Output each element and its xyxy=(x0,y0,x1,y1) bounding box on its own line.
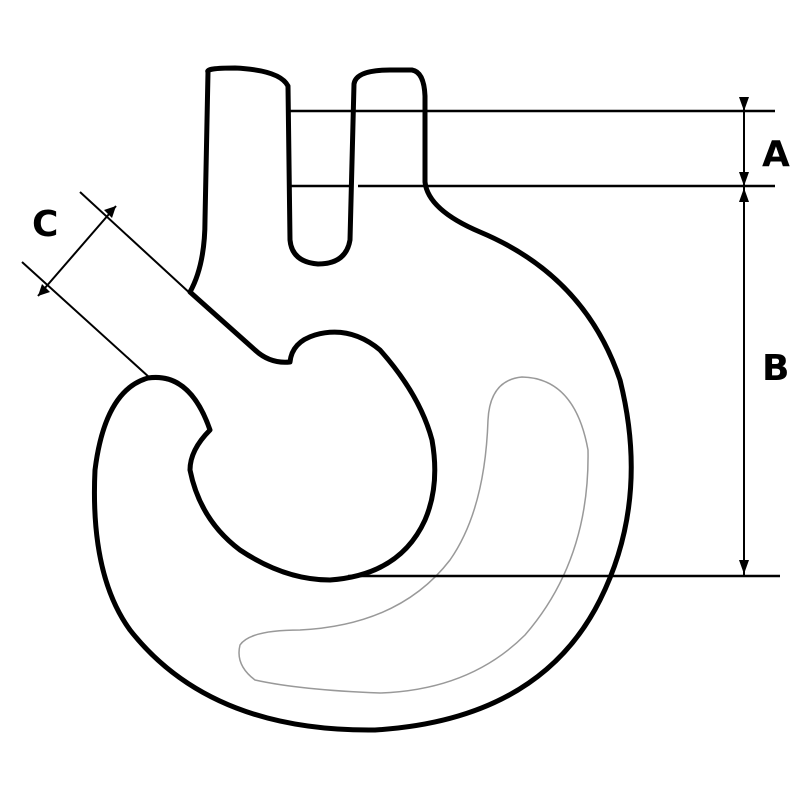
hook-body-outline xyxy=(91,65,634,733)
dim-a-arrowhead-bottom xyxy=(739,172,749,186)
dim-c-arrowhead-upper xyxy=(104,206,116,218)
dim-a-arrowhead-top xyxy=(739,97,749,111)
hook-inner-groove xyxy=(238,376,589,694)
dim-c-arrow-line xyxy=(37,205,117,297)
dim-c-arrowhead-lower xyxy=(38,284,50,296)
dim-a-label: A xyxy=(762,134,790,175)
dim-c-extension-lower xyxy=(21,261,151,379)
dim-b-arrowhead-bottom xyxy=(739,560,749,574)
dim-c-label: C xyxy=(32,204,58,245)
dim-c-extension-upper xyxy=(79,191,194,297)
dim-b-label: B xyxy=(762,348,789,389)
dim-b-arrowhead-top xyxy=(739,188,749,202)
